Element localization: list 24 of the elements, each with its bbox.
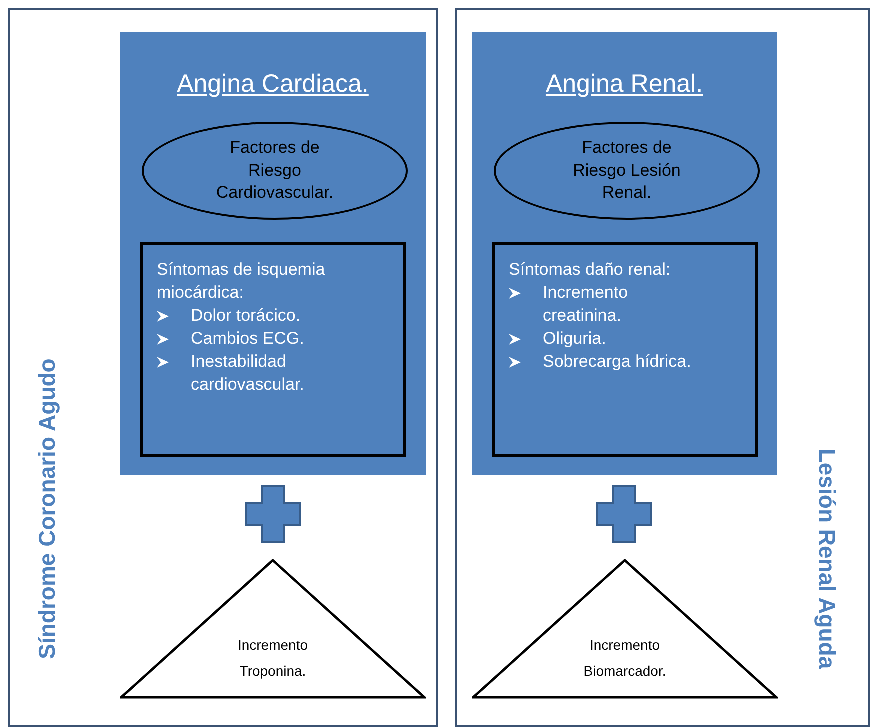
ellipse-text: Factores de Riesgo Cardiovascular. <box>215 136 335 204</box>
vertical-heading: Síndrome Coronario Agudo <box>32 358 61 660</box>
symptom-heading: Síntomas de isquemia miocárdica: <box>157 259 326 304</box>
bullet-text: Sobrecarga hídrica. <box>543 350 692 373</box>
bullet-text: Incremento creatinina. <box>543 282 630 327</box>
card-background <box>472 32 777 475</box>
plus-shape <box>245 485 301 543</box>
ellipse-text: Factores de Riesgo Lesión Renal. <box>572 136 682 204</box>
bullet-text: Cambios ECG. <box>191 328 306 350</box>
symptom-box <box>140 242 406 457</box>
panel-frame <box>8 8 438 727</box>
card-title: Angina Renal. <box>546 69 704 100</box>
triangle-text: Incremento Biomarcador. <box>582 636 668 682</box>
symptom-box <box>492 242 758 457</box>
bullet-text: Inestabilidad cardiovascular. <box>191 350 306 396</box>
card-background <box>120 32 426 475</box>
panel-frame <box>455 8 870 727</box>
card-title: Angina Cardiaca. <box>177 69 369 100</box>
symptom-heading: Síntomas daño renal: <box>509 259 672 281</box>
plus-shape <box>596 485 652 543</box>
bullet-text: Oliguria. <box>543 328 608 350</box>
bullet-text: Dolor torácico. <box>191 304 302 327</box>
triangle-text: Incremento Troponina. <box>236 636 310 682</box>
vertical-heading: Lesión Renal Aguda <box>813 448 842 670</box>
